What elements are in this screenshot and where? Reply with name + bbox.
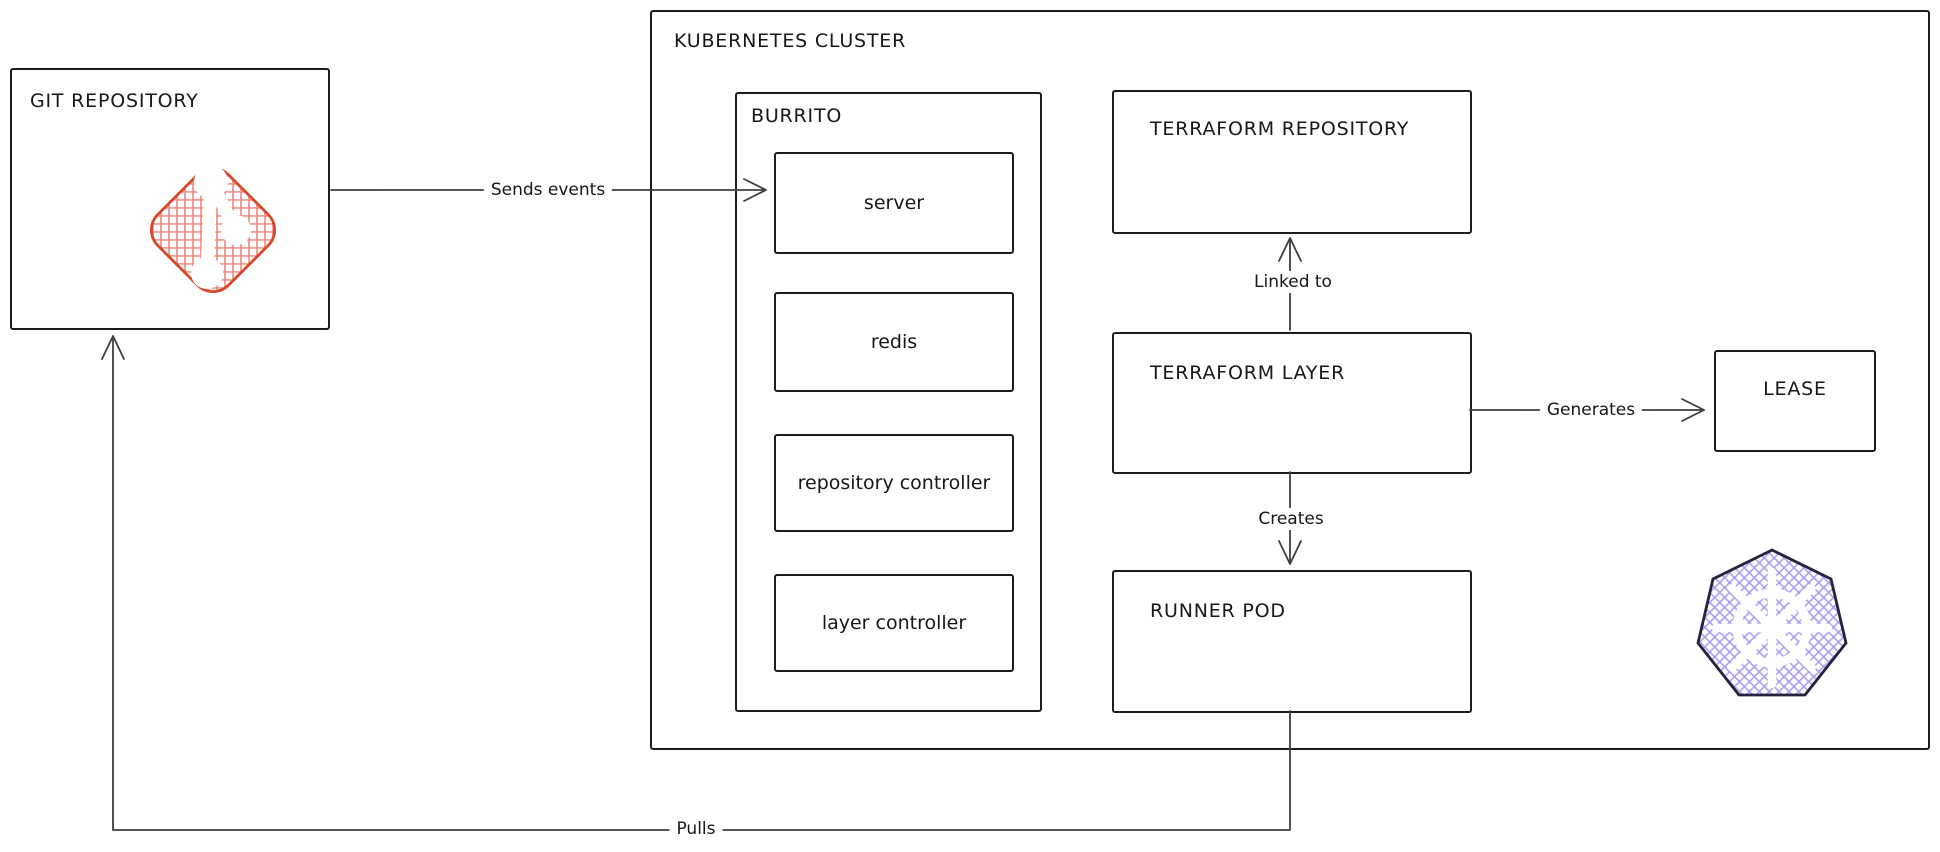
runner-pod-title: RUNNER POD: [1150, 600, 1286, 622]
burrito-repository-controller-box: repository controller: [774, 434, 1014, 532]
terraform-repository-box: TERRAFORM REPOSITORY: [1112, 90, 1472, 234]
lease-title: LEASE: [1763, 378, 1827, 400]
terraform-layer-box: TERRAFORM LAYER: [1112, 332, 1472, 474]
kubernetes-icon: [1696, 548, 1848, 697]
edge-label-sends-events: Sends events: [483, 179, 613, 201]
burrito-box: BURRITO server redis repository controll…: [735, 92, 1042, 712]
burrito-redis-box: redis: [774, 292, 1014, 392]
edge-pulls: [101, 335, 1291, 831]
helm-wheel-glyph: [1711, 567, 1833, 689]
runner-pod-box: RUNNER POD: [1112, 570, 1472, 713]
burrito-server-box: server: [774, 152, 1014, 254]
terraform-layer-title: TERRAFORM LAYER: [1150, 362, 1346, 384]
lease-box: LEASE: [1714, 350, 1876, 452]
edge-label-linked-to: Linked to: [1247, 271, 1339, 293]
burrito-layer-controller-label: layer controller: [821, 612, 967, 634]
git-branch-glyph: [191, 165, 251, 289]
burrito-title: BURRITO: [751, 105, 843, 127]
edge-label-pulls: Pulls: [669, 818, 723, 840]
git-icon: [150, 165, 276, 293]
edge-label-creates: Creates: [1251, 508, 1331, 530]
edge-label-generates: Generates: [1539, 399, 1643, 421]
git-repository-title: GIT REPOSITORY: [30, 90, 199, 112]
terraform-repository-title: TERRAFORM REPOSITORY: [1150, 118, 1410, 140]
burrito-repository-controller-label: repository controller: [797, 472, 991, 494]
burrito-server-label: server: [863, 192, 925, 214]
kubernetes-cluster-title: KUBERNETES CLUSTER: [674, 30, 907, 52]
burrito-layer-controller-box: layer controller: [774, 574, 1014, 672]
burrito-redis-label: redis: [870, 331, 918, 353]
git-repository-box: GIT REPOSITORY: [10, 68, 330, 330]
kubernetes-cluster-box: KUBERNETES CLUSTER BURRITO server redis …: [650, 10, 1930, 750]
